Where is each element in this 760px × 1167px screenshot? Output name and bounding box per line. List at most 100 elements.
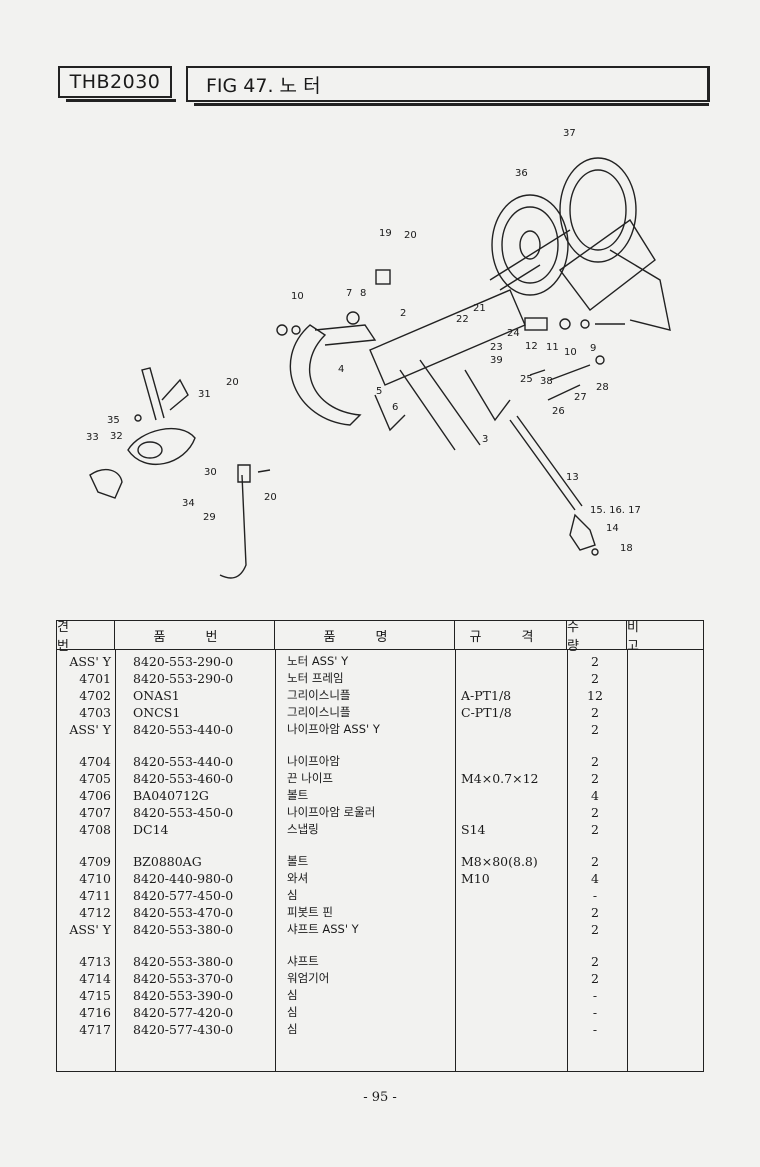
callout-label: 20: [264, 492, 277, 503]
cell-no: 4702: [79, 688, 111, 703]
callout-label: 33: [86, 432, 99, 443]
cell-qty: -: [592, 1005, 598, 1020]
callout-label: 2: [400, 308, 406, 319]
cell-name: 피봇트 핀: [287, 905, 333, 919]
callout-label: 8: [360, 288, 366, 299]
gear-37-drawing: [559, 157, 637, 263]
callout-label: 26: [552, 406, 565, 417]
cell-qty: 2: [591, 854, 599, 869]
gear-36-drawing: [491, 194, 569, 296]
cell-name: 와셔: [287, 871, 309, 885]
callout-label: 18: [620, 543, 633, 554]
cell-pn: 8420-440-980-0: [133, 871, 234, 886]
header-item-no: 견 번: [57, 620, 115, 654]
cell-qty: 2: [591, 905, 599, 920]
exploded-diagram: 37 36 19 20 10 7 8 2 21 22 24 12 11 10 9…: [86, 128, 671, 579]
header-part-name: 품 명: [275, 621, 455, 649]
callout-label: 30: [204, 467, 217, 478]
callout-label: 9: [590, 343, 596, 354]
cell-no: 4713: [79, 954, 111, 969]
cell-name: 노터 프레임: [287, 671, 344, 685]
cell-name: 심: [287, 1005, 298, 1019]
cell-no: 4707: [79, 805, 111, 820]
cell-no: 4714: [79, 971, 111, 986]
cell-spec: A-PT1/8: [461, 688, 512, 703]
cell-name: 심: [287, 988, 298, 1002]
callout-label: 31: [198, 389, 211, 400]
cell-pn: 8420-553-370-0: [133, 971, 234, 986]
callout-label: 24: [507, 328, 520, 339]
cell-pn: ONAS1: [133, 688, 180, 703]
cell-pn: BA040712G: [133, 788, 209, 803]
callout-label: 19: [379, 228, 392, 239]
callout-label: 4: [338, 364, 344, 375]
callout-label: 11: [546, 342, 559, 353]
callout-labels: 37 36 19 20 10 7 8 2 21 22 24 12 11 10 9…: [86, 128, 641, 554]
cell-name: 그리이스니플: [287, 705, 351, 719]
cell-name: 심: [287, 888, 298, 902]
cell-spec: M4×0.7×12: [461, 771, 539, 786]
cell-name: 심: [287, 1022, 298, 1036]
cell-spec: M10: [461, 871, 490, 886]
callout-label: 28: [596, 382, 609, 393]
model-label: THB2030: [58, 66, 176, 102]
cell-spec: S14: [461, 822, 486, 837]
cell-name: 샤프트: [287, 954, 319, 968]
cell-no: 4704: [79, 754, 111, 769]
cell-pn: 8420-553-380-0: [133, 922, 234, 937]
callout-label: 6: [392, 402, 398, 413]
callout-label: 21: [473, 303, 486, 314]
column-divider: [567, 649, 568, 1071]
cell-spec: C-PT1/8: [461, 705, 512, 720]
cell-no: 4710: [79, 871, 111, 886]
cell-qty: 2: [591, 705, 599, 720]
callout-label: 32: [110, 431, 123, 442]
cell-qty: 2: [591, 954, 599, 969]
header-remarks: 비 고: [627, 620, 657, 654]
cell-name: 워엄기어: [287, 971, 330, 985]
cell-qty: 2: [591, 671, 599, 686]
cell-name: 나이프아암: [287, 754, 340, 768]
header-spec: 규 격: [455, 621, 567, 649]
cell-no: 4715: [79, 988, 111, 1003]
cell-name: 볼트: [287, 854, 309, 868]
callout-label: 27: [574, 392, 587, 403]
cell-name: 스냅링: [287, 822, 319, 836]
callout-label: 7: [346, 288, 352, 299]
callout-label: 20: [404, 230, 417, 241]
cell-pn: 8420-553-470-0: [133, 905, 234, 920]
cell-pn: 8420-553-460-0: [133, 771, 234, 786]
cell-no: 4709: [79, 854, 111, 869]
callout-label: 37: [563, 128, 576, 139]
callout-label: 25: [520, 374, 533, 385]
cell-qty: -: [592, 888, 598, 903]
cell-qty: 2: [591, 922, 599, 937]
page-number: - 95 -: [363, 1090, 397, 1105]
cell-qty: 2: [591, 754, 599, 769]
callout-label: 38: [540, 376, 553, 387]
cell-pn: DC14: [133, 822, 169, 837]
cell-no: 4717: [79, 1022, 111, 1037]
cell-pn: 8420-577-450-0: [133, 888, 234, 903]
column-divider: [115, 649, 116, 1071]
callout-label: 39: [490, 355, 503, 366]
cell-name: 끈 나이프: [287, 771, 333, 785]
cell-no: 4705: [79, 771, 111, 786]
callout-label: 15. 16. 17: [590, 505, 641, 516]
cell-no: 4701: [79, 671, 111, 686]
column-divider: [627, 649, 628, 1071]
